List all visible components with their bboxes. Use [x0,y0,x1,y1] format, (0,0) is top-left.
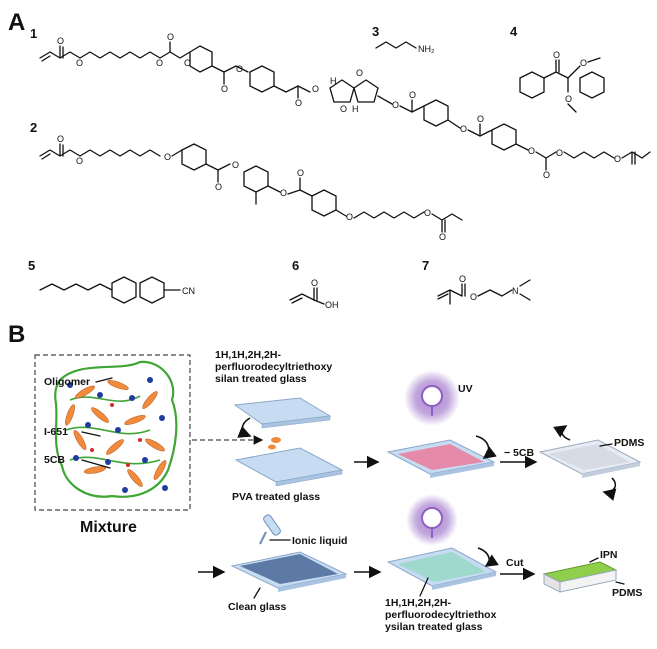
svg-text:O: O [346,212,353,222]
compound-3: 3 NH₂ [372,24,435,54]
svg-text:O: O [409,90,416,100]
compound-7-number: 7 [422,258,429,273]
compound-3-number: 3 [372,24,379,39]
compound-5: 5 CN [28,258,195,304]
svg-text:O: O [295,98,302,108]
ipn-strip [542,561,618,593]
mixture-box: Oligomer I-651 5CB [34,354,191,511]
compound-6-number: 6 [292,258,299,273]
svg-text:O: O [477,114,484,124]
svg-text:O: O [156,58,163,68]
minus-5cb-label: − 5CB [504,447,534,459]
panel-a-letter: A [8,9,25,36]
svg-text:H: H [352,104,359,114]
label-5cb: 5CB [44,454,65,466]
compound-4: 4 O O O [510,24,605,113]
svg-text:O: O [57,134,64,144]
ionic-liquid-label: Ionic liquid [292,535,347,547]
svg-text:O: O [470,292,477,302]
uv-label-top: UV [458,383,473,395]
svg-text:O: O [311,278,318,288]
svg-text:O: O [280,188,287,198]
svg-text:O: O [459,274,466,284]
svg-text:O: O [215,182,222,192]
svg-text:O: O [236,64,243,74]
svg-text:O: O [340,104,347,114]
compound-7: 7 O O N [422,258,531,305]
fluoro-glass-plate-top [233,397,332,429]
svg-text:O: O [184,58,191,68]
svg-text:O: O [424,208,431,218]
clean-glass-plate [230,551,348,592]
pva-glass-label: PVA treated glass [232,491,320,503]
cured-film-plate [386,439,496,478]
svg-text:O: O [543,170,550,180]
svg-text:O: O [221,84,228,94]
compound-4-number: 4 [510,24,518,39]
ipn-film-plate [386,547,498,590]
amine-label: NH₂ [418,44,435,54]
compound-5-number: 5 [28,258,35,273]
svg-text:O: O [297,168,304,178]
bottom-fluoro-glass-label: 1H,1H,2H,2H- perfluorodecyltriethox ysil… [385,597,499,633]
pdms-plate-top [538,439,642,478]
svg-text:O: O [312,84,319,94]
uv-lamp-bottom [406,494,458,546]
compound-6: 6 O OH [289,258,339,310]
svg-text:O: O [528,146,535,156]
panel-b-letter: B [8,321,25,348]
svg-text:O: O [76,156,83,166]
clean-glass-label: Clean glass [228,601,287,613]
svg-text:O: O [232,160,239,170]
mixture-title: Mixture [80,519,137,536]
svg-text:O: O [553,50,560,60]
svg-text:O: O [580,58,587,68]
label-oligomer: Oligomer [44,376,90,388]
svg-text:O: O [439,232,446,242]
compound-1-number: 1 [30,26,37,41]
svg-text:O: O [565,94,572,104]
pdms-label-bottom: PDMS [612,587,642,599]
svg-text:O: O [556,148,563,158]
svg-text:O: O [356,68,363,78]
nitrile-label: CN [182,286,195,296]
svg-text:O: O [614,154,621,164]
pdms-label-top: PDMS [614,437,644,449]
pva-glass-plate [234,447,344,487]
ipn-label: IPN [600,549,618,561]
svg-text:O: O [460,124,467,134]
cut-label: Cut [506,557,524,569]
compound-2-number: 2 [30,120,37,135]
pipette-icon [259,514,281,545]
svg-text:O: O [167,32,174,42]
svg-text:O: O [76,58,83,68]
label-i651: I-651 [44,426,68,438]
uv-lamp-top [404,370,460,426]
dimethylamino-label: N [512,286,519,296]
svg-text:O: O [164,152,171,162]
hydrogen-label: H [330,76,337,86]
hydroxyl-label: OH [325,300,339,310]
compound-1: 1 O O O O O O O O O O O H H O O O [30,26,651,180]
svg-text:O: O [392,100,399,110]
oxygen-label: O [57,36,64,46]
compound-2: 2 O O O O O O O O O O [30,120,463,242]
